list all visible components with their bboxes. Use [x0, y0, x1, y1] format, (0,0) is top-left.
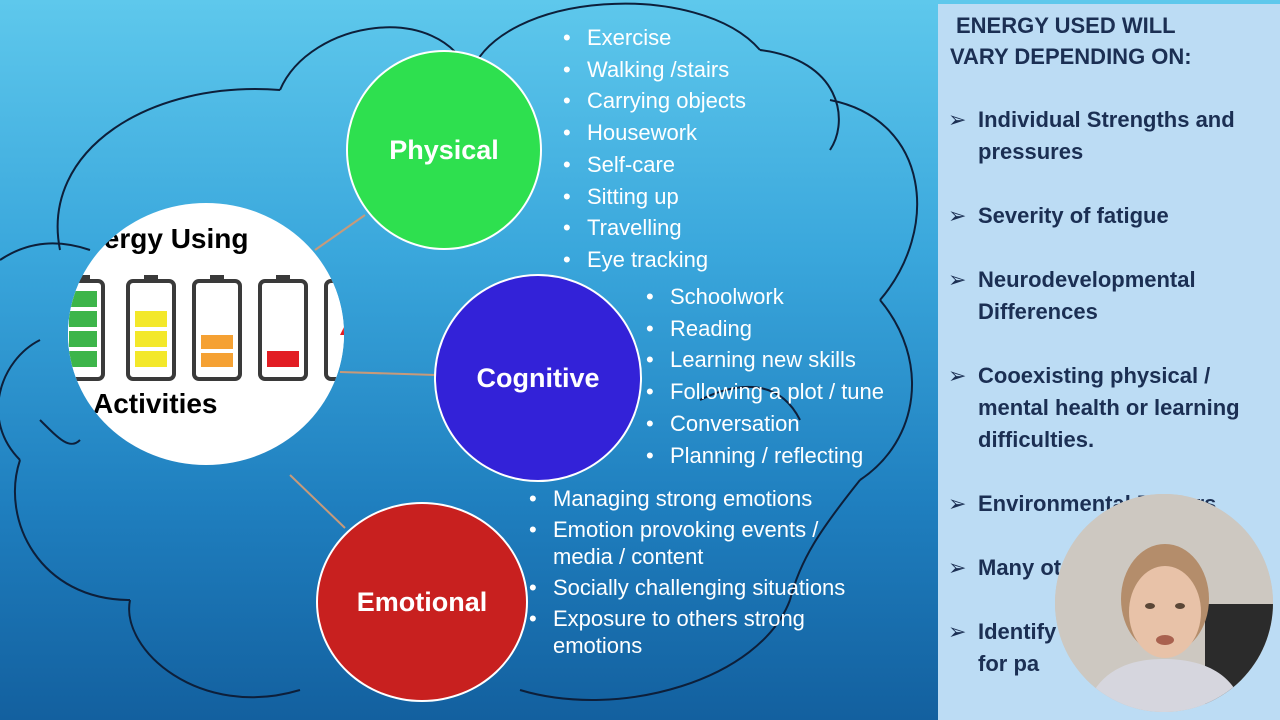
battery-low-icon	[258, 275, 308, 381]
arrow-bullet-icon: ➢	[948, 555, 967, 580]
physical-activity-item: Sitting up	[563, 181, 746, 213]
physical-activity-item: Exercise	[563, 22, 746, 54]
energy-using-activities-circle: Energy Using	[68, 203, 344, 465]
factor-text: Cooexisting physical / mental health or …	[978, 363, 1240, 452]
arrow-bullet-icon: ➢	[948, 203, 967, 228]
emotional-activity-item: Exposure to others strong emotions	[529, 605, 869, 659]
cognitive-activity-item: Following a plot / tune	[646, 376, 884, 408]
presenter-portrait-icon	[1055, 494, 1273, 712]
battery-empty-charging-icon	[324, 275, 344, 381]
physical-activity-item: Carrying objects	[563, 85, 746, 117]
factor-item: ➢ Severity of fatigue	[948, 200, 1270, 232]
factor-item: ➢ Individual Strengths and pressures	[948, 104, 1270, 168]
cognitive-activity-item: Reading	[646, 313, 884, 345]
factor-text: Many ot	[978, 555, 1062, 580]
battery-medium-icon	[192, 275, 242, 381]
cognitive-activity-item: Conversation	[646, 408, 884, 440]
factor-text: Individual Strengths and pressures	[978, 107, 1235, 164]
physical-category-circle: Physical	[346, 50, 542, 250]
side-panel-title-line2: VARY DEPENDING ON:	[950, 44, 1192, 69]
emotional-category-circle: Emotional	[316, 502, 528, 702]
arrow-bullet-icon: ➢	[948, 267, 967, 292]
battery-high-icon	[126, 275, 176, 381]
factor-text: Severity of fatigue	[978, 203, 1169, 228]
presenter-webcam-overlay	[1055, 494, 1273, 712]
energy-using-title: Energy Using	[68, 223, 249, 254]
arrow-bullet-icon: ➢	[948, 491, 967, 516]
activities-label: Activities	[93, 388, 218, 419]
factor-item: ➢ Many ot	[948, 552, 1270, 584]
emotional-activity-item: Socially challenging situations	[529, 574, 869, 601]
emotional-activities-list: Managing strong emotionsEmotion provokin…	[529, 485, 869, 663]
cognitive-activity-item: Schoolwork	[646, 281, 884, 313]
battery-full-icon	[68, 275, 105, 381]
emotional-activity-item: Managing strong emotions	[529, 485, 869, 512]
side-panel-title-line1: ENERGY USED WILL	[956, 13, 1176, 38]
cognitive-activities-list: SchoolworkReadingLearning new skillsFoll…	[646, 281, 884, 471]
factor-item: ➢ Neurodevelopmental Differences	[948, 264, 1270, 328]
arrow-bullet-icon: ➢	[948, 619, 967, 644]
cognitive-label: Cognitive	[476, 362, 600, 393]
cognitive-activity-item: Planning / reflecting	[646, 440, 884, 472]
cognitive-activity-item: Learning new skills	[646, 344, 884, 376]
side-panel-title: ENERGY USED WILL VARY DEPENDING ON:	[950, 10, 1270, 72]
arrow-bullet-icon: ➢	[948, 363, 967, 388]
physical-activity-item: Eye tracking	[563, 244, 746, 276]
physical-activity-item: Housework	[563, 117, 746, 149]
physical-activity-item: Self-care	[563, 149, 746, 181]
emotional-activity-item: Emotion provoking events / media / conte…	[529, 516, 869, 570]
emotional-label: Emotional	[356, 586, 488, 617]
physical-label: Physical	[389, 134, 499, 165]
factor-text: Neurodevelopmental Differences	[978, 267, 1196, 324]
physical-activity-item: Walking /stairs	[563, 54, 746, 86]
physical-activity-item: Travelling	[563, 212, 746, 244]
thought-cloud-outline	[0, 2, 919, 701]
battery-icons	[68, 275, 344, 381]
physical-activities-list: ExerciseWalking /stairsCarrying objectsH…	[563, 22, 746, 276]
factor-item: ➢ Cooexisting physical / mental health or…	[948, 360, 1270, 456]
arrow-bullet-icon: ➢	[948, 107, 967, 132]
cognitive-category-circle: Cognitive	[434, 274, 642, 482]
